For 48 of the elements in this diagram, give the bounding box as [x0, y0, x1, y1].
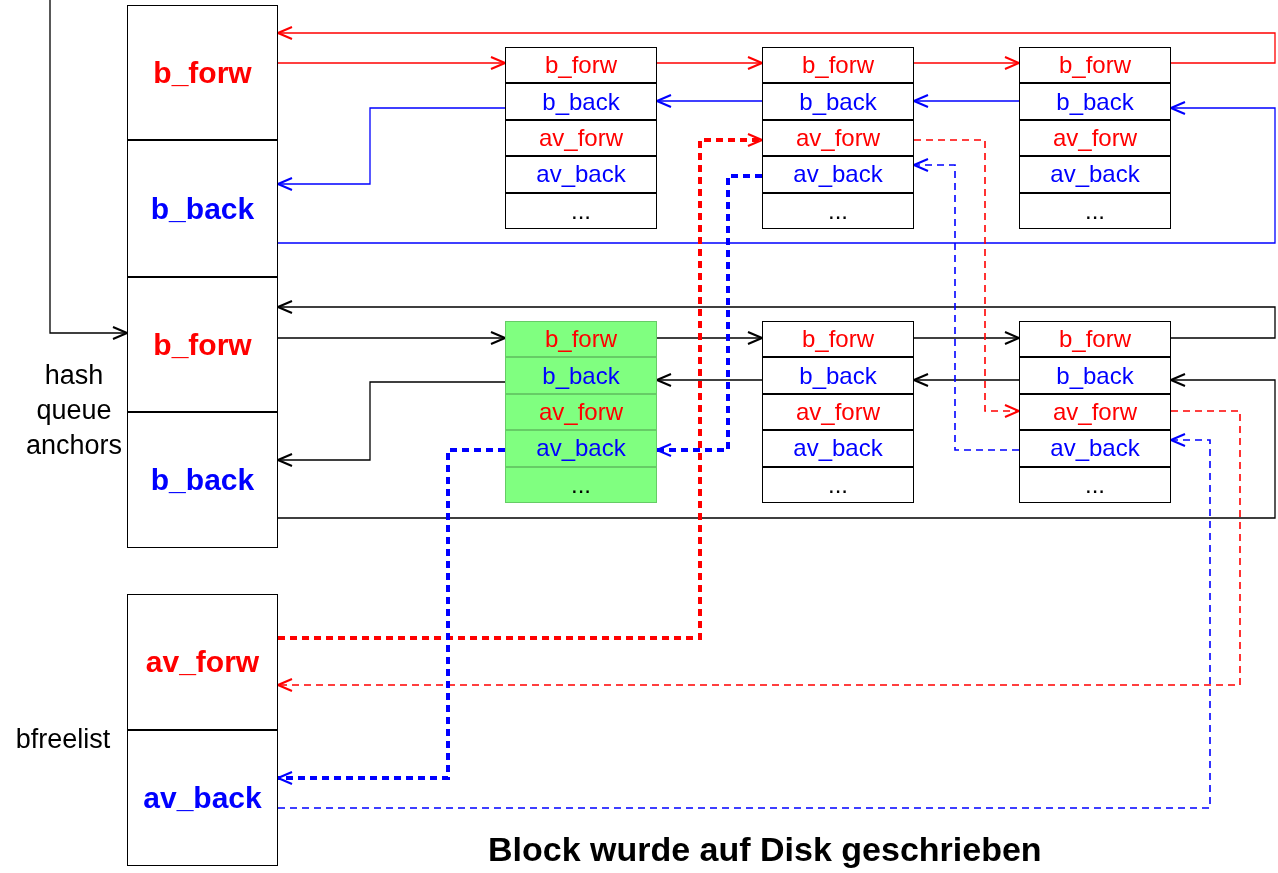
pointer-field: av_forw — [762, 393, 914, 431]
pointer-field: b_back — [505, 83, 657, 120]
arrow — [277, 331, 506, 345]
arrow — [656, 373, 763, 387]
arrow — [277, 26, 1276, 64]
arrow — [913, 56, 1020, 70]
arrow — [913, 158, 1020, 451]
arrow — [277, 448, 505, 785]
arrow — [913, 94, 1020, 108]
pointer-field: av_back — [762, 430, 914, 467]
pointer-field: av_forw — [762, 119, 914, 157]
arrow — [656, 94, 763, 108]
pointer-field: b_back — [1019, 357, 1171, 394]
arrow — [913, 331, 1020, 345]
pointer-field: b_back — [762, 357, 914, 394]
pointer-field: b_back — [505, 357, 657, 394]
pointer-field: av_back — [1019, 430, 1171, 467]
pointer-field: av_forw — [505, 119, 657, 157]
side-label: bfreelist — [14, 723, 112, 756]
pointer-field: av_back — [505, 156, 657, 193]
pointer-field: av_back — [762, 156, 914, 193]
pointer-field: av_forw — [1019, 119, 1171, 157]
arrow — [277, 56, 506, 70]
arrow — [277, 373, 1276, 519]
arrow — [913, 139, 1020, 418]
pointer-field: av_back — [505, 430, 657, 467]
pointer-field: b_back — [762, 83, 914, 120]
pointer-field: av_forw — [1019, 393, 1171, 431]
arrow — [277, 433, 1211, 809]
pointer-field: av_forw — [505, 393, 657, 431]
arrow — [277, 410, 1241, 692]
arrow — [49, 0, 128, 340]
buffer-header-box — [505, 321, 657, 503]
side-label: hash queue anchors — [24, 359, 124, 463]
arrow — [277, 101, 1276, 244]
arrow — [913, 373, 1020, 387]
arrow — [656, 331, 763, 345]
caption: Block wurde auf Disk geschrieben — [488, 830, 1042, 869]
arrow — [277, 300, 1276, 339]
pointer-field: av_back — [1019, 156, 1171, 193]
pointer-field: b_back — [1019, 83, 1171, 120]
arrow — [278, 133, 763, 640]
arrow — [277, 381, 506, 467]
arrow — [656, 56, 763, 70]
pointer-field: b_back — [127, 140, 278, 277]
arrow — [277, 107, 506, 191]
pointer-field: b_forw — [127, 277, 278, 412]
arrow — [656, 174, 762, 457]
